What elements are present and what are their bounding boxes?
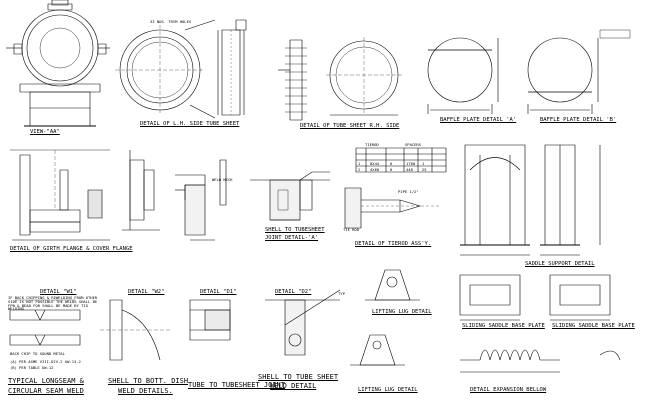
tierod-row-2-size: 4X60 [370, 167, 380, 172]
tierod-row-2-n: 25 [422, 167, 427, 172]
title-tube-tubesheet: TUBE TO TUBESHEET JOINT [188, 381, 285, 389]
tierod-row-1-qty: 6 [390, 161, 393, 166]
title-detail-w2: DETAIL "W2" [128, 289, 165, 295]
rh-tube-sheet-drawing [278, 37, 402, 120]
girth-flange-drawing [10, 150, 226, 240]
title-sliding-saddle-2: SLIDING SADDLE BASE PLATE [552, 323, 635, 329]
tierod-row-2: 2 [358, 167, 361, 172]
tierod-header-1: TIEROD [365, 142, 379, 147]
saddle-support-drawing [460, 145, 600, 255]
baffle-plates-drawing [428, 30, 630, 114]
shell-tubesheet-joint-drawing [250, 172, 330, 220]
weld-w2-drawing [100, 300, 170, 360]
title-longseam-2: CIRCULAR SEAM WELD [8, 387, 84, 395]
title-lh-tube-sheet: DETAIL OF L.H. SIDE TUBE SHEET [140, 121, 240, 127]
tierod-assembly-drawing [345, 148, 446, 228]
title-detail-w1: DETAIL "W1" [40, 289, 77, 295]
weld-note: IF BACK CHIPPING & REWELDING FROM OTHER … [8, 295, 98, 312]
title-shell-tube-sheet-2: WELD DETAIL [270, 382, 317, 390]
back-chip-note: BACK CHIP TO SOUND METAL [10, 351, 65, 356]
title-girth-flange: DETAIL OF GIRTH FLANGE & COVER FLANGE [10, 246, 133, 252]
pn-note-1: (A) PER ASME VIII-DIV.2 UW-13.2 [10, 359, 81, 364]
title-expansion-bellow: DETAIL EXPANSION BELLOW [470, 387, 547, 393]
title-detail-d1: DETAIL "D1" [200, 289, 237, 295]
title-saddle-support: SADDLE SUPPORT DETAIL [525, 261, 595, 267]
hole-note: 33 NOS. TRIM HOLES [150, 19, 192, 24]
title-lifting-lug: LIFTING LUG DETAIL [372, 309, 432, 315]
title-shell-tube-sheet-1: SHELL TO TUBE SHEET [258, 373, 339, 381]
title-baffle-b: BAFFLE PLATE DETAIL 'B' [540, 117, 617, 123]
title-lifting-lug-2: LIFTING LUG DETAIL [358, 387, 418, 393]
tierod-row-1-size: 8X44 [370, 161, 380, 166]
view-aa-drawing [6, 0, 110, 126]
weld-neck-label: WELD NECK [212, 177, 233, 182]
tie-rod-label: TIE ROD [343, 227, 360, 232]
lifting-lug-drawing [350, 270, 420, 365]
tierod-row-2-len: 448 [406, 167, 413, 172]
weld-d1-drawing [190, 300, 230, 340]
title-shell-bott-2: WELD DETAILS. [118, 387, 173, 395]
lh-tube-sheet-drawing [115, 20, 246, 118]
title-tierod-assy: DETAIL OF TIEROD ASS'Y. [355, 241, 432, 247]
tierod-header-2: SPACERS [405, 142, 422, 147]
tierod-row-2-qty: 6 [390, 167, 393, 172]
tierod-row-1-n: 1 [422, 161, 425, 166]
weld-d2-drawing [265, 290, 340, 355]
sliding-saddle-drawing [460, 275, 610, 320]
pipe-label: PIPE 1/2" [398, 189, 419, 194]
title-shell-bott-1: SHELL TO BOTT. DISH [108, 377, 189, 385]
tierod-row-1-len: 1760 [406, 161, 416, 166]
title-longseam-1: TYPICAL LONGSEAM & [8, 377, 84, 385]
weld-w1-drawing [10, 300, 80, 345]
pn-note-2: (B) PER TABLE UW-12 [10, 365, 54, 370]
tierod-row-1: 1 [358, 161, 361, 166]
title-detail-d2: DETAIL "D2" [275, 289, 312, 295]
title-view-aa: VIEW-"AA" [30, 129, 60, 135]
title-joint-detail-a: JOINT DETAIL-'A' [265, 235, 318, 241]
title-shell-tubesheet: SHELL TO TUBESHEET [265, 227, 325, 233]
corner-note: TYP [338, 291, 345, 296]
title-baffle-a: BAFFLE PLATE DETAIL 'A' [440, 117, 517, 123]
title-rh-tube-sheet: DETAIL OF TUBE SHEET R.H. SIDE [300, 123, 400, 129]
title-sliding-saddle: SLIDING SADDLE BASE PLATE [462, 323, 545, 329]
expansion-bellow-drawing [460, 350, 620, 372]
